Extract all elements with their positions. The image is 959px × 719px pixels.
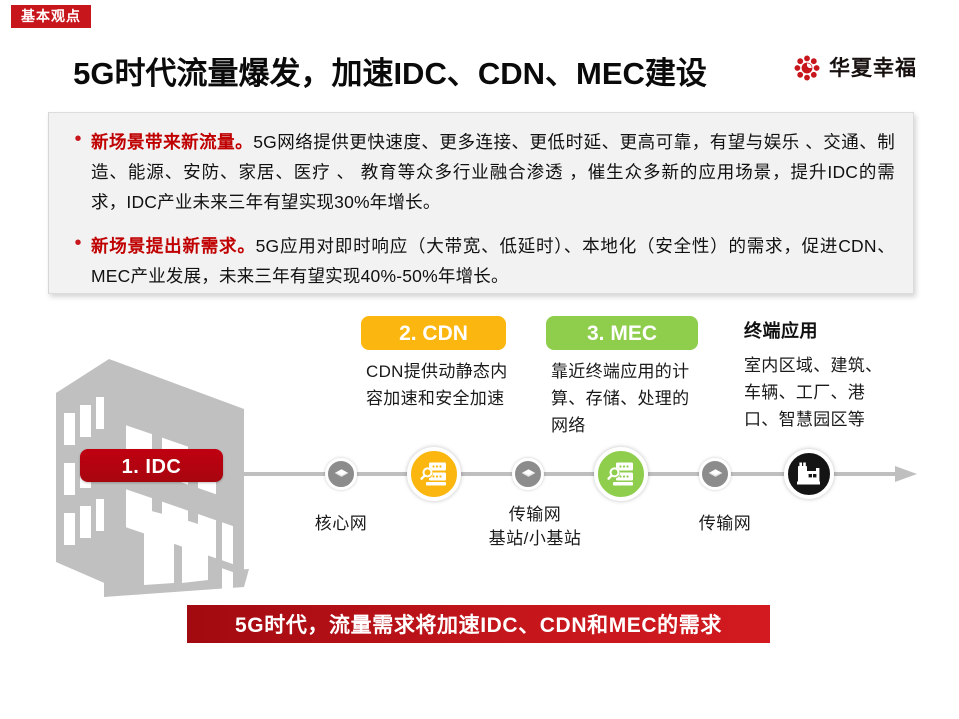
layers-icon [708, 468, 722, 477]
factory-icon [797, 462, 820, 485]
bullet-dot-icon: • [74, 232, 82, 254]
cdn-node[interactable] [407, 447, 461, 501]
network-label-core: 核心网 [314, 514, 368, 533]
page-title: 5G时代流量爆发，加速IDC、CDN、MEC建设 [73, 56, 707, 91]
terminal-title: 终端应用 [744, 321, 818, 341]
summary-banner: 5G时代，流量需求将加速IDC、CDN和MEC的需求 [187, 605, 770, 643]
server-search-icon [420, 462, 446, 486]
bullet-item: • 新场景带来新流量。5G网络提供更快速度、更多连接、更低时延、更高可靠，有望与… [49, 113, 913, 217]
network-label-line1: 传输网 [508, 505, 562, 524]
transport-network-node[interactable] [512, 458, 544, 490]
bullet-text: 新场景带来新流量。5G网络提供更快速度、更多连接、更低时延、更高可靠，有望与娱乐… [91, 127, 895, 217]
brand-name: 华夏幸福 [829, 56, 917, 80]
terminal-desc: 室内区域、建筑、车辆、工厂、港口、智慧园区等 [744, 356, 883, 429]
key-points-panel: • 新场景带来新流量。5G网络提供更快速度、更多连接、更低时延、更高可靠，有望与… [48, 112, 914, 294]
network-label-line2: 基站/小基站 [488, 529, 582, 548]
brand-logo: 华夏幸福 [794, 55, 917, 81]
core-network-node[interactable] [325, 458, 357, 490]
layers-icon [334, 468, 348, 477]
stage-pill-mec: 3. MEC [546, 316, 698, 350]
stage-desc-cdn: CDN提供动静态内容加速和安全加速 [366, 362, 508, 408]
section-tag: 基本观点 [11, 5, 91, 28]
bullet-item: • 新场景提出新需求。5G应用对即时响应（大带宽、低延时）、本地化（安全性）的需… [49, 217, 913, 291]
network-label-transport: 传输网 [698, 514, 752, 533]
bullet-lead: 新场景带来新流量。 [91, 132, 254, 152]
network-label-transport-basestation: 传输网 基站/小基站 [450, 503, 620, 551]
bullet-dot-icon: • [74, 128, 82, 150]
stage-pill-idc: 1. IDC [80, 449, 223, 482]
bullet-lead: 新场景提出新需求。 [91, 236, 256, 256]
bullet-body: 5G网络提供更快速度、更多连接、更低时延、更高可靠，有望与娱乐 、交通、制造、能… [91, 132, 895, 212]
transport-network-node-2[interactable] [699, 458, 731, 490]
bullet-body: 5G应用对即时响应（大带宽、低延时）、本地化（安全性）的需求，促进CDN、MEC… [91, 236, 896, 286]
stage-desc-mec: 靠近终端应用的计算、存储、处理的网络 [551, 362, 690, 435]
terminal-node[interactable] [784, 449, 834, 499]
layers-icon [521, 468, 535, 477]
server-search-icon [607, 462, 633, 486]
mec-node[interactable] [594, 447, 648, 501]
stage-pill-cdn: 2. CDN [361, 316, 506, 350]
bullet-text: 新场景提出新需求。5G应用对即时响应（大带宽、低延时）、本地化（安全性）的需求，… [91, 231, 895, 291]
flower-logo-icon [794, 55, 820, 81]
